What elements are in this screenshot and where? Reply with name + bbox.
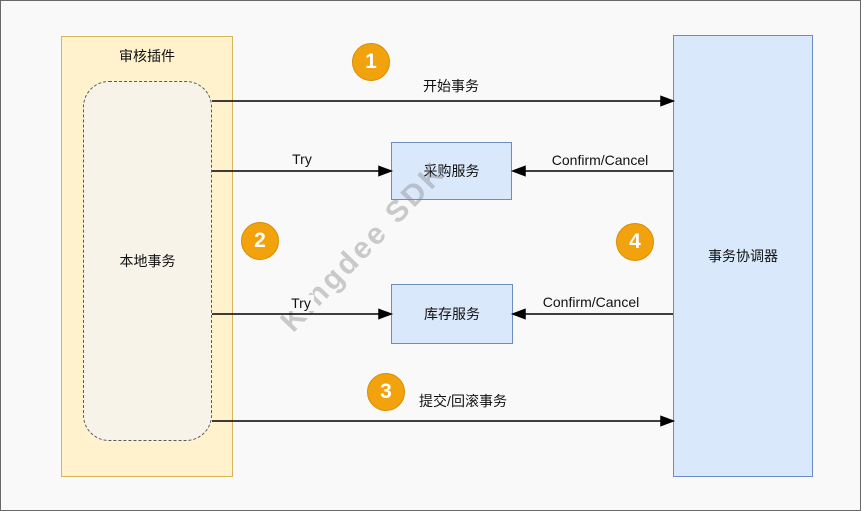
transaction-coordinator-label: 事务协调器 (708, 248, 778, 264)
inventory-service-box: 库存服务 (391, 284, 513, 344)
arrowhead-confirm-cancel-inventory (510, 308, 526, 320)
purchase-service-box: 采购服务 (391, 142, 512, 200)
step-badge-4: 4 (616, 223, 654, 261)
arrowhead-try-inventory (378, 308, 394, 320)
edge-label-commit-rollback: 提交/回滚事务 (416, 391, 510, 411)
arrowhead-confirm-cancel-purchase (510, 165, 526, 177)
local-transaction-label: 本地事务 (119, 253, 176, 269)
edge-label-try-inventory: Try (288, 295, 314, 311)
edge-label-start-transaction: 开始事务 (420, 76, 482, 96)
step-badge-3: 3 (367, 373, 405, 411)
inventory-service-label: 库存服务 (424, 306, 480, 322)
arrowhead-try-purchase (378, 165, 394, 177)
audit-plugin-label: 审核插件 (119, 48, 175, 64)
edge-label-try-purchase: Try (289, 151, 315, 167)
arrowhead-start-transaction (660, 95, 676, 107)
step-badge-1: 1 (352, 43, 390, 81)
local-transaction-box: 本地事务 (83, 81, 212, 441)
step-badge-2: 2 (241, 222, 279, 260)
edge-label-confirm-cancel-inventory: Confirm/Cancel (539, 294, 643, 310)
transaction-coordinator-box: 事务协调器 (673, 35, 813, 477)
edge-label-confirm-cancel-purchase: Confirm/Cancel (548, 152, 652, 168)
arrowhead-commit-rollback (660, 415, 676, 427)
purchase-service-label: 采购服务 (423, 163, 480, 179)
